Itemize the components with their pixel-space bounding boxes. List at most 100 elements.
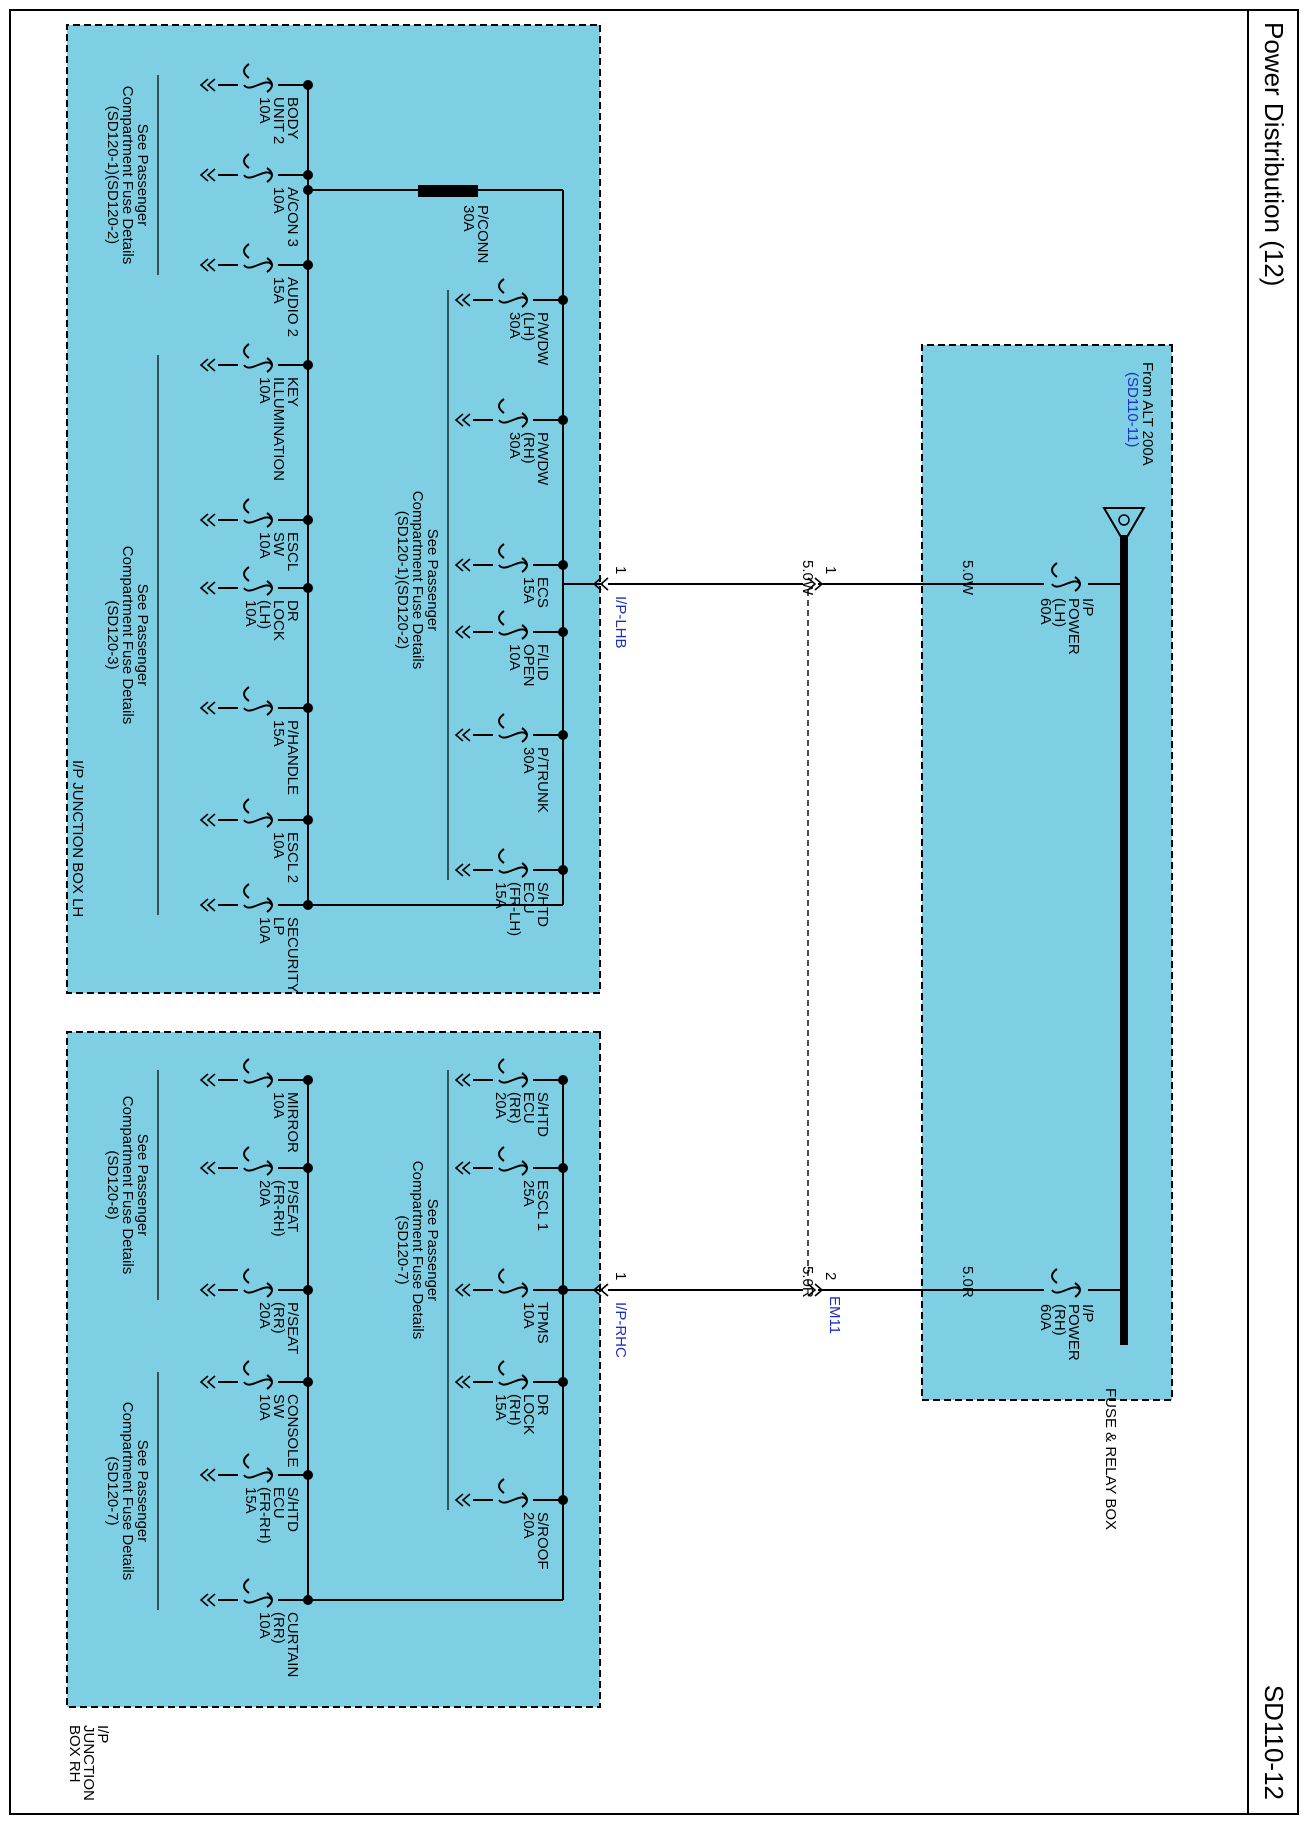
connector-chevron xyxy=(199,78,216,92)
outer-fuse-label: DR xyxy=(284,600,301,622)
fuse-symbol xyxy=(243,1471,273,1479)
outer-fuse-label: ILLUMINATION xyxy=(270,377,287,481)
connector-chevron xyxy=(199,581,216,595)
ip-power-fuse-label: (LH) xyxy=(1051,598,1068,627)
outer-fuse-label: P/SEAT xyxy=(284,1180,301,1232)
outer-fuse-label: UNIT 2 xyxy=(270,97,287,144)
outer-note: See Passenger xyxy=(134,124,151,227)
fuse-symbol xyxy=(498,1496,528,1504)
page-title: Power Distribution (12) xyxy=(1259,22,1289,286)
alt-source-ref: (SD110-11) xyxy=(1124,372,1141,447)
inner-fuse-label: (FR-LH) xyxy=(506,882,523,936)
ip-power-fuse-label: I/P xyxy=(1079,598,1096,616)
outer-fuse-label: KEY xyxy=(284,377,301,407)
connector-chevron xyxy=(454,413,471,427)
pconn-label: P/CONN xyxy=(474,205,491,263)
inner-fuse-label: TPMS xyxy=(534,1302,551,1344)
outer-fuse-label: ECU xyxy=(270,1487,287,1519)
pconn-label: 30A xyxy=(460,205,477,232)
connector-chevron xyxy=(199,813,216,827)
connector-em11: EM11 xyxy=(826,1296,843,1334)
outer-fuse-label: 10A xyxy=(256,917,273,944)
connector-ip-rhc: I/P-RHC xyxy=(612,1302,629,1358)
fuse-relay-box-contents: From ALT 200A(SD110-11)I/PPOWER(LH)60AI/… xyxy=(1028,362,1156,1530)
fuse-symbol xyxy=(243,584,273,592)
outer-note: See Passenger xyxy=(134,1134,151,1237)
connector-chevron xyxy=(454,1375,471,1389)
inner-note: (SD120-1)(SD120-2) xyxy=(394,511,411,649)
fuse-relay-box xyxy=(921,344,1173,1401)
fuse-symbol xyxy=(243,704,273,712)
outer-fuse-label: 10A xyxy=(256,1612,273,1639)
fuse-symbol xyxy=(243,516,273,524)
connector-chevron xyxy=(454,863,471,877)
fuse-symbol xyxy=(498,416,528,424)
alt-source-label: From ALT 200A xyxy=(1139,362,1156,466)
outer-fuse-label: 10A xyxy=(256,377,273,404)
outer-fuse-label: P/SEAT xyxy=(284,1302,301,1354)
outer-fuse-label: 10A xyxy=(270,187,287,214)
connector-chevron xyxy=(199,1073,216,1087)
inner-fuse-label: (RH) xyxy=(506,1394,523,1426)
fuse-symbol xyxy=(243,1378,273,1386)
inner-fuse-label: 20A xyxy=(520,1512,537,1539)
junction-box-rh xyxy=(66,1031,601,1708)
wire-spec-lh-upper: 5.0W xyxy=(959,560,976,596)
inner-fuse-label: 10A xyxy=(506,644,523,671)
outer-fuse-label: 15A xyxy=(270,720,287,747)
outer-fuse-label: S/HTD xyxy=(284,1487,301,1532)
ip-power-fuse-label: POWER xyxy=(1065,1304,1082,1361)
inner-note: Compartment Fuse Details xyxy=(409,1161,426,1339)
junction-box-lh xyxy=(66,24,601,994)
inner-note: See Passenger xyxy=(424,1199,441,1302)
connector-chevron xyxy=(199,701,216,715)
outer-fuse-label: 10A xyxy=(256,532,273,559)
outer-fuse-label: 20A xyxy=(256,1180,273,1207)
outer-note: (SD120-8) xyxy=(104,1150,121,1219)
alt-source-symbol xyxy=(1102,507,1146,544)
fuse-symbol xyxy=(498,1286,528,1294)
outer-fuse-label: SW xyxy=(270,532,287,557)
outer-note: (SD120-3) xyxy=(104,600,121,669)
busbar xyxy=(1120,535,1128,1345)
connector-pin: 2 xyxy=(822,1272,839,1280)
outer-fuse-label: 10A xyxy=(256,97,273,124)
alt-source-symbol xyxy=(1118,514,1130,526)
connector-chevron xyxy=(454,1161,471,1175)
outer-fuse-label: 10A xyxy=(270,1092,287,1119)
outer-fuse-label: (LH) xyxy=(256,600,273,629)
connector-pin: 1 xyxy=(612,1272,629,1280)
connector-chevron xyxy=(454,1493,471,1507)
inner-fuse-label: 30A xyxy=(520,747,537,774)
inner-fuse-label: 15A xyxy=(520,577,537,604)
outer-note: Compartment Fuse Details xyxy=(119,86,136,264)
outer-fuse-label: 10A xyxy=(242,600,259,627)
inner-fuse-label: 15A xyxy=(492,882,509,909)
outer-note: Compartment Fuse Details xyxy=(119,1402,136,1580)
connector-chevron xyxy=(454,1073,471,1087)
page-border xyxy=(9,9,1299,1815)
outer-fuse-label: BODY xyxy=(284,97,301,140)
outer-fuse-label: AUDIO 2 xyxy=(284,277,301,337)
inner-fuse-label: DR xyxy=(534,1394,551,1416)
page-id: SD110-12 xyxy=(1259,1685,1289,1800)
outer-fuse-label: ESCL xyxy=(284,532,301,571)
inner-fuse-label: 10A xyxy=(520,1302,537,1329)
inner-fuse-label: 30A xyxy=(506,312,523,339)
fuse-symbol xyxy=(243,261,273,269)
fuse-symbol xyxy=(243,1286,273,1294)
junction-box-lh-name: I/P JUNCTION BOX LH xyxy=(69,760,86,917)
connector-pin: 1 xyxy=(822,566,839,574)
connector-chevron xyxy=(807,1283,824,1297)
ip-power-fuse-label: 60A xyxy=(1037,1304,1054,1331)
junction-box-lh-contents: P/WDW(LH)30AP/WDW(RH)30AECS15AF/LIDOPEN1… xyxy=(69,63,603,993)
inner-fuse-label: S/ROOF xyxy=(534,1512,551,1570)
fuse-symbol xyxy=(1051,580,1081,588)
fuse-symbol xyxy=(243,1076,273,1084)
connector-chevron xyxy=(454,728,471,742)
fuse-symbol xyxy=(498,561,528,569)
connector-chevron xyxy=(199,1468,216,1482)
